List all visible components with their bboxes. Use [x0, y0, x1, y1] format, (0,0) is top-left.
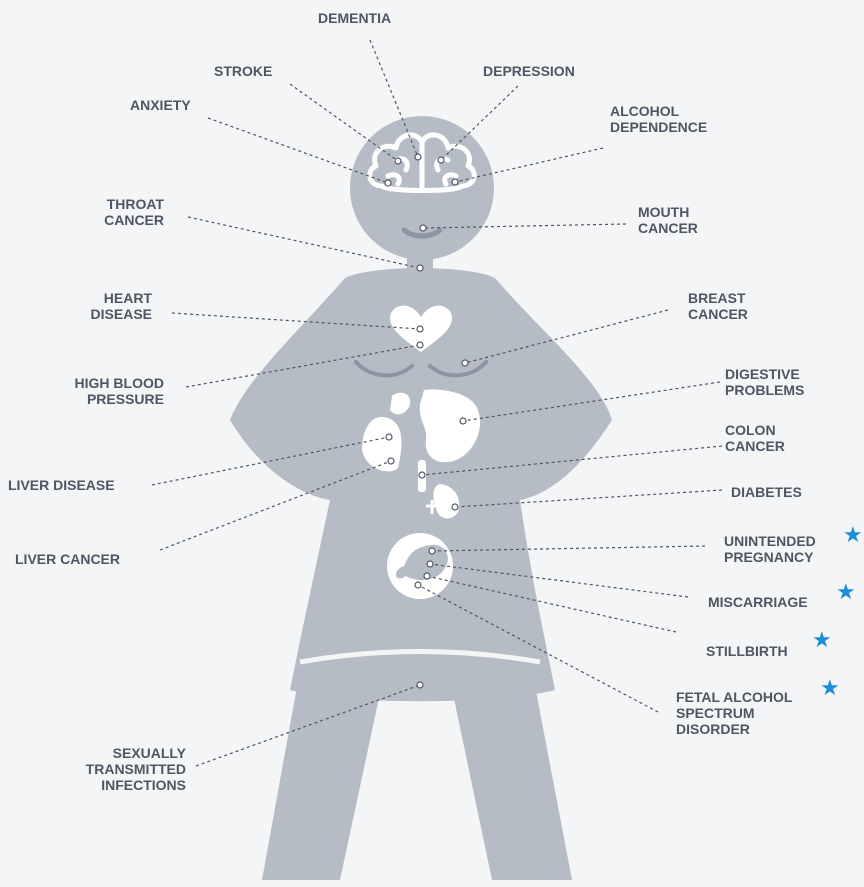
label-breast-cancer: BREAST CANCER — [688, 290, 748, 322]
label-sexually-transmitted-infections: SEXUALLY TRANSMITTED INFECTIONS — [60, 745, 186, 793]
star-icon-fetal-alcohol: ★ — [820, 677, 840, 699]
label-anxiety: ANXIETY — [130, 97, 191, 113]
label-unintended-pregnancy: UNINTENDED PREGNANCY — [724, 533, 816, 565]
label-dementia: DEMENTIA — [318, 10, 391, 26]
label-heart-disease: HEART DISEASE — [60, 290, 152, 322]
right-leg — [448, 670, 572, 880]
label-throat-cancer: THROAT CANCER — [80, 196, 164, 228]
label-fetal-alcohol-spectrum-disorder: FETAL ALCOHOL SPECTRUM DISORDER — [676, 689, 792, 737]
star-icon-miscarriage: ★ — [836, 581, 856, 603]
label-liver-disease: LIVER DISEASE — [8, 477, 115, 493]
label-liver-cancer: LIVER CANCER — [15, 551, 120, 567]
left-leg — [262, 670, 385, 880]
star-icon-unintended-pregnancy: ★ — [843, 524, 863, 546]
label-diabetes: DIABETES — [731, 484, 802, 500]
label-digestive-problems: DIGESTIVE PROBLEMS — [725, 366, 804, 398]
label-miscarriage: MISCARRIAGE — [708, 594, 808, 610]
star-icon-stillbirth: ★ — [812, 629, 832, 651]
label-depression: DEPRESSION — [483, 63, 575, 79]
label-colon-cancer: COLON CANCER — [725, 422, 785, 454]
label-high-blood-pressure: HIGH BLOOD PRESSURE — [40, 375, 164, 407]
label-mouth-cancer: MOUTH CANCER — [638, 204, 698, 236]
label-alcohol-dependence: ALCOHOL DEPENDENCE — [610, 103, 707, 135]
label-stillbirth: STILLBIRTH — [706, 643, 788, 659]
label-stroke: STROKE — [214, 63, 272, 79]
